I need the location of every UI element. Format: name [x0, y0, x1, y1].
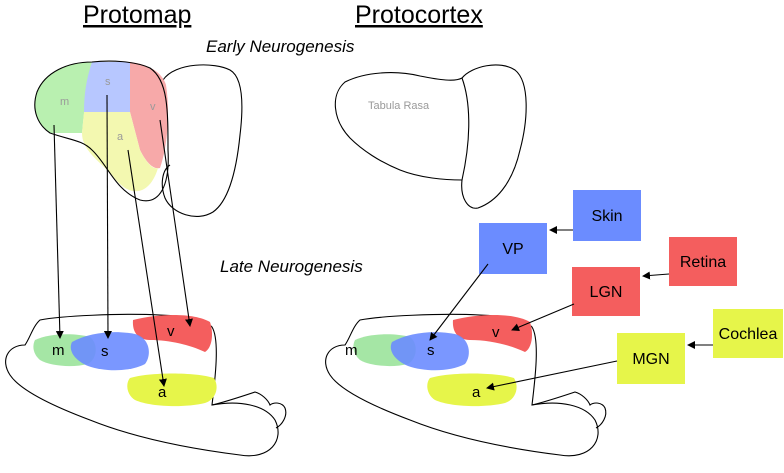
- late-left-label-a: a: [158, 384, 167, 401]
- arrow-mgn-to-a: [486, 360, 618, 391]
- vp-box: [479, 223, 547, 274]
- early-neurogenesis-label: Early Neurogenesis: [206, 37, 355, 56]
- late-brain-left: m s v a: [5, 313, 287, 457]
- protomap-visual-region: [130, 62, 168, 169]
- late-left-auditory-region: [127, 373, 217, 407]
- protomap-motor-region: [34, 62, 92, 133]
- protomap-label-m: m: [60, 96, 69, 108]
- retina-label: Retina: [680, 254, 726, 271]
- late-brain-right-cerebellum: [531, 391, 607, 429]
- late-brain-left-cerebellum: [211, 391, 287, 429]
- protomap-auditory-region: [82, 112, 158, 192]
- late-brain-right: m s v a: [325, 313, 607, 457]
- arrow-v-to-v: [159, 119, 193, 327]
- skin-box: [573, 190, 641, 241]
- late-left-label-m: m: [52, 342, 65, 359]
- arrow-s-to-s: [103, 94, 112, 339]
- protomap-forebrain-outline: [34, 60, 169, 202]
- arrow-a-to-a: [127, 149, 167, 387]
- mgn-box: [617, 333, 685, 384]
- retina-box: [669, 237, 737, 286]
- late-right-label-v: v: [492, 324, 500, 341]
- cochlea-box: [713, 309, 783, 358]
- protomap-label-v: v: [150, 101, 156, 113]
- arrow-m-to-m: [53, 124, 64, 339]
- protomap-title: Protomap: [83, 1, 191, 29]
- late-neurogenesis-label: Late Neurogenesis: [220, 257, 363, 276]
- arrow-retina-to-lgn: [642, 271, 670, 280]
- tabula-rasa-outline: [334, 64, 527, 209]
- protomap-label-s: s: [105, 76, 111, 88]
- late-right-somatosensory-region: [390, 332, 469, 371]
- protomap-somatosensory-region: [84, 62, 130, 112]
- early-brain-outline-back: [161, 64, 243, 217]
- tabula-rasa-fold: [461, 77, 470, 181]
- vp-label: VP: [502, 241, 523, 258]
- tabula-rasa-label: Tabula Rasa: [368, 100, 430, 112]
- early-brain-protomap: m s v a: [34, 60, 243, 217]
- protocortex-title: Protocortex: [355, 1, 483, 29]
- late-left-label-s: s: [101, 343, 109, 360]
- lgn-box: [572, 267, 640, 316]
- lgn-label: LGN: [590, 284, 623, 301]
- thalamic-input-boxes: Skin VP Retina LGN Cochlea MGN: [479, 190, 783, 384]
- late-right-label-m: m: [345, 342, 358, 359]
- arrow-vp-to-s: [429, 263, 489, 341]
- connection-arrows: [53, 94, 713, 391]
- late-right-label-s: s: [427, 342, 435, 359]
- cochlea-label: Cochlea: [719, 326, 778, 343]
- late-left-label-v: v: [167, 323, 175, 340]
- mgn-label: MGN: [632, 351, 669, 368]
- protomap-label-a: a: [117, 131, 124, 143]
- skin-label: Skin: [591, 208, 622, 225]
- arrow-lgn-to-v: [511, 303, 575, 331]
- late-right-label-a: a: [472, 384, 481, 401]
- early-brain-tabula-rasa: Tabula Rasa: [334, 64, 527, 209]
- late-left-somatosensory-region: [70, 332, 149, 371]
- late-right-auditory-region: [427, 373, 517, 407]
